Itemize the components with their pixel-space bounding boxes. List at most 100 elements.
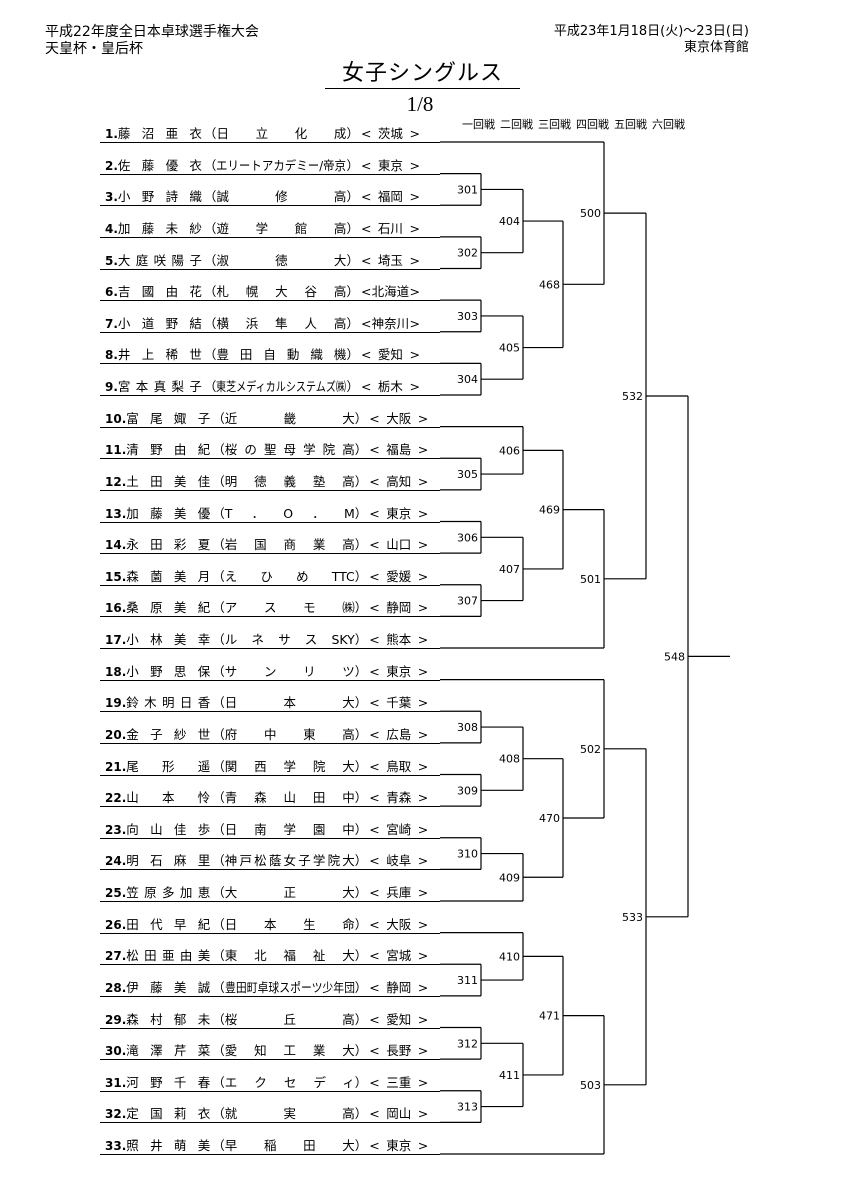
paren-open: （ xyxy=(212,821,225,837)
event-date: 平成23年1月18日(火)～23日(日) xyxy=(553,24,749,39)
pref-close: > xyxy=(409,126,420,141)
match-number: 501 xyxy=(580,573,601,586)
paren-close: ） xyxy=(354,537,368,553)
player-team: 桜丘高 xyxy=(224,1011,355,1027)
paren-close: ） xyxy=(354,853,368,869)
player-prefecture: 青森 xyxy=(386,790,412,806)
player-row: 19.鈴木明日香（日本大）<千葉> xyxy=(100,695,440,713)
player-name: 佐藤優衣 xyxy=(117,157,202,173)
player-prefecture: 大阪 xyxy=(386,410,412,426)
player-team-box: 早稲田大 xyxy=(225,1138,355,1154)
player-team-box: 関西学院大 xyxy=(225,759,355,775)
match-number: 305 xyxy=(457,468,478,481)
player-seed: 22. xyxy=(105,791,127,806)
page-title: 女子シングルス xyxy=(325,60,520,89)
match-number: 303 xyxy=(457,310,478,323)
pref-close: > xyxy=(409,157,420,173)
player-row: 30.滝澤芹菜（愛知工業大）<長野> xyxy=(100,1043,440,1061)
player-name: 森薗美月 xyxy=(126,568,211,584)
player-seed: 29. xyxy=(105,1012,127,1027)
match-number: 404 xyxy=(499,215,520,228)
pref-close: > xyxy=(417,821,429,837)
pref-open: < xyxy=(369,537,380,553)
paren-close: ） xyxy=(346,189,359,205)
pref-close: > xyxy=(417,410,429,426)
match-number: 309 xyxy=(457,784,478,797)
player-team-box: エクセディ xyxy=(225,1075,355,1091)
player-row: 13.加藤美優（T．O．M）<東京> xyxy=(100,506,440,523)
player-team-box: 大正大 xyxy=(225,885,355,901)
paren-close: ） xyxy=(354,1074,368,1090)
player-name-box: 佐藤優衣 xyxy=(118,158,202,174)
player-name: 尾形遥 xyxy=(126,758,211,774)
pref-open: < xyxy=(369,948,380,964)
player-seed: 9. xyxy=(105,380,118,394)
paren-open: （ xyxy=(203,252,217,268)
paren-open: （ xyxy=(212,442,225,458)
paren-close: ） xyxy=(354,505,368,521)
round-header: 一回戦 xyxy=(462,118,495,131)
player-prefecture: 岐阜 xyxy=(386,853,412,869)
player-seed: 33. xyxy=(105,1139,127,1153)
pref-open: < xyxy=(360,315,372,331)
paren-open: （ xyxy=(212,885,225,900)
paren-open: （ xyxy=(212,790,225,806)
paren-close: ） xyxy=(354,663,368,679)
pref-open: < xyxy=(369,821,380,837)
player-seed: 13. xyxy=(105,506,127,521)
player-seed: 12. xyxy=(105,474,127,489)
pref-open: < xyxy=(369,442,380,458)
player-name: 田代早紀 xyxy=(126,916,211,932)
player-name-box: 小野思保 xyxy=(126,664,210,680)
pref-close: > xyxy=(409,315,420,331)
match-number: 301 xyxy=(457,183,478,196)
player-team: 誠修高 xyxy=(216,189,347,205)
player-team-box: 東北福祉大 xyxy=(225,948,355,964)
pref-open: < xyxy=(360,284,372,300)
paren-open: （ xyxy=(212,1138,225,1153)
match-number: 500 xyxy=(580,207,601,220)
player-team-box: 横浜隼人高 xyxy=(216,316,346,332)
player-name: 照井萌美 xyxy=(126,1138,211,1153)
player-name-box: 藤沼亜衣 xyxy=(118,126,202,142)
player-seed: 17. xyxy=(105,633,127,647)
player-name-box: 向山佳歩 xyxy=(126,822,210,838)
paren-open: （ xyxy=(212,853,225,869)
paren-close: ） xyxy=(346,126,359,141)
player-prefecture: 埼玉 xyxy=(377,252,403,268)
paren-open: （ xyxy=(203,157,217,173)
player-row: 22.山本怜（青森山田中）<青森> xyxy=(100,790,440,808)
player-row: 21.尾形遥（関西学院大）<鳥取> xyxy=(100,759,440,776)
player-name-box: 森薗美月 xyxy=(126,569,210,585)
player-team: 早稲田大 xyxy=(224,1138,355,1153)
player-team: 横浜隼人高 xyxy=(216,315,347,331)
player-name: 定国莉衣 xyxy=(126,1106,211,1122)
pref-open: < xyxy=(369,916,380,932)
player-name-box: 宮本真梨子 xyxy=(118,379,202,395)
pref-close: > xyxy=(417,442,429,458)
player-name: 山本怜 xyxy=(126,790,211,806)
match-number: 469 xyxy=(539,504,560,517)
player-row: 6.吉國由花（札幌大谷高）<北海道> xyxy=(100,284,440,302)
pref-open: < xyxy=(360,189,372,205)
player-team: T．O．M xyxy=(224,505,355,521)
paren-open: （ xyxy=(212,1011,225,1027)
player-row: 3.小野詩織（誠修高）<福岡> xyxy=(100,189,440,207)
player-row: 24.明石麻里（神戸松蔭女子学院大）<岐阜> xyxy=(100,853,440,871)
pref-close: > xyxy=(417,916,429,932)
player-row: 8.井上稀世（豊田自動織機）<愛知> xyxy=(100,347,440,365)
paren-close: ） xyxy=(354,979,368,995)
player-prefecture: 岡山 xyxy=(386,1106,412,1122)
pref-close: > xyxy=(417,473,429,489)
player-seed: 16. xyxy=(105,601,127,616)
player-team: 豊田自動織機 xyxy=(216,347,347,363)
player-seed: 11. xyxy=(105,443,127,458)
player-team: 日南学園中 xyxy=(224,821,355,837)
player-row: 14.永田彩夏（岩国商業高）<山口> xyxy=(100,537,440,555)
player-team: 府中東高 xyxy=(224,726,355,742)
player-seed: 5. xyxy=(105,253,118,268)
pref-open: < xyxy=(360,157,372,173)
player-team: 豊田町卓球スポーツ少年団 xyxy=(224,979,355,995)
player-prefecture: 大阪 xyxy=(386,916,412,932)
